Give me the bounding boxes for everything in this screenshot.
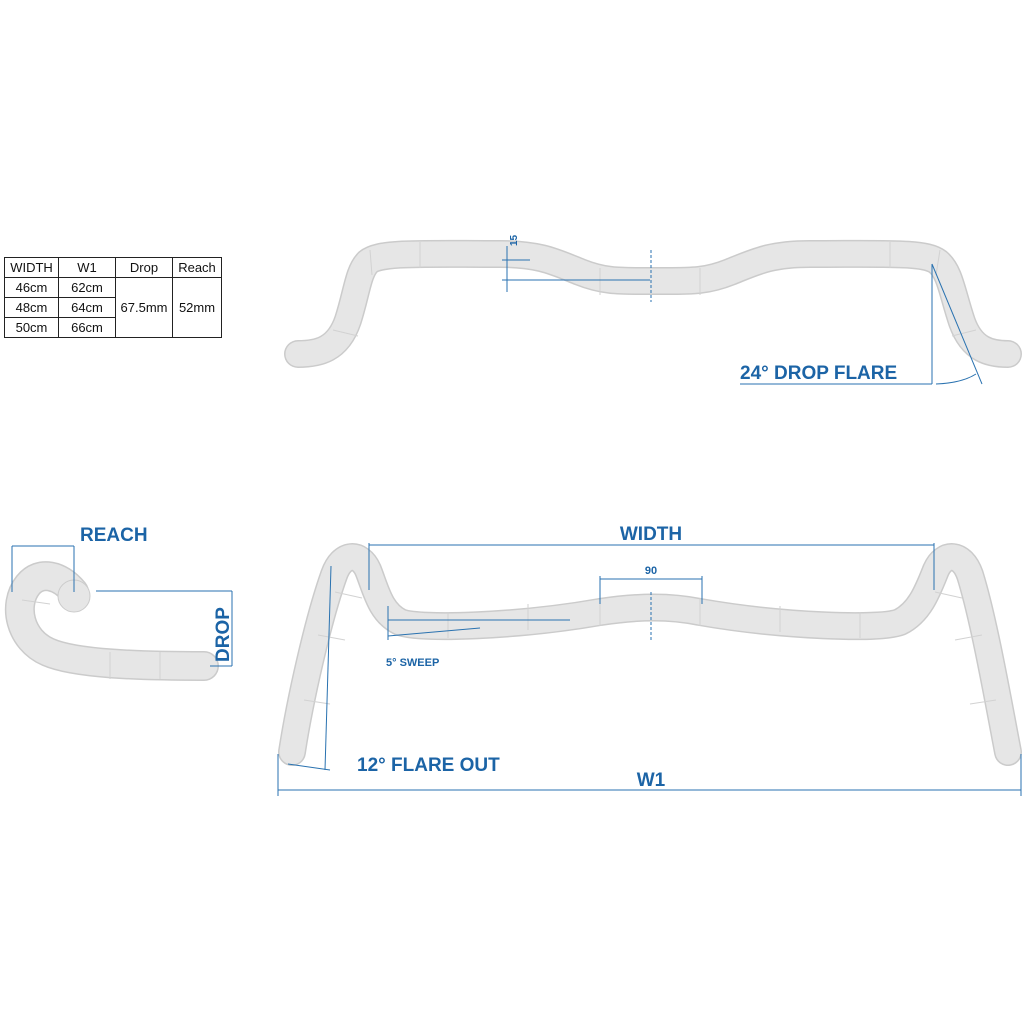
drop-flare-angled-line bbox=[931, 263, 983, 385]
table-cell-reach: 52mm bbox=[172, 277, 222, 338]
sweep-angled-line bbox=[387, 627, 481, 637]
table-cell: 64cm bbox=[58, 297, 116, 318]
top-view-handlebar bbox=[278, 543, 1022, 766]
center-label: 90 bbox=[645, 565, 657, 577]
sweep-label: 5° SWEEP bbox=[386, 657, 439, 669]
rise-label: 15 bbox=[509, 234, 520, 246]
table-cell-drop: 67.5mm bbox=[115, 277, 173, 338]
flare-out-label: 12° FLARE OUT bbox=[357, 755, 500, 776]
side-view-handlebar bbox=[4, 561, 219, 681]
drop-label: DROP bbox=[213, 607, 234, 662]
table-cell: 50cm bbox=[4, 317, 59, 338]
reach-label: REACH bbox=[80, 525, 148, 546]
table-cell: 62cm bbox=[58, 277, 116, 298]
tube-segment-lines-top bbox=[303, 591, 997, 705]
flare-out-tick bbox=[287, 763, 331, 771]
size-table: WIDTH W1 Drop Reach 46cm 62cm 67.5mm 52m… bbox=[4, 257, 222, 338]
w1-label: W1 bbox=[637, 770, 666, 791]
front-view-handlebar bbox=[284, 239, 1022, 368]
flare-out-angled-line bbox=[324, 565, 332, 771]
width-label: WIDTH bbox=[620, 524, 682, 545]
table-row: 50cm 66cm bbox=[4, 317, 222, 338]
drop-flare-arc bbox=[935, 373, 977, 385]
tube-segment-lines bbox=[332, 242, 977, 337]
table-cell: 66cm bbox=[58, 317, 116, 338]
drop-flare-label: 24° DROP FLARE bbox=[740, 363, 897, 384]
table-row: 46cm 62cm 67.5mm 52mm bbox=[4, 277, 222, 338]
table-cell: 46cm bbox=[4, 277, 59, 298]
